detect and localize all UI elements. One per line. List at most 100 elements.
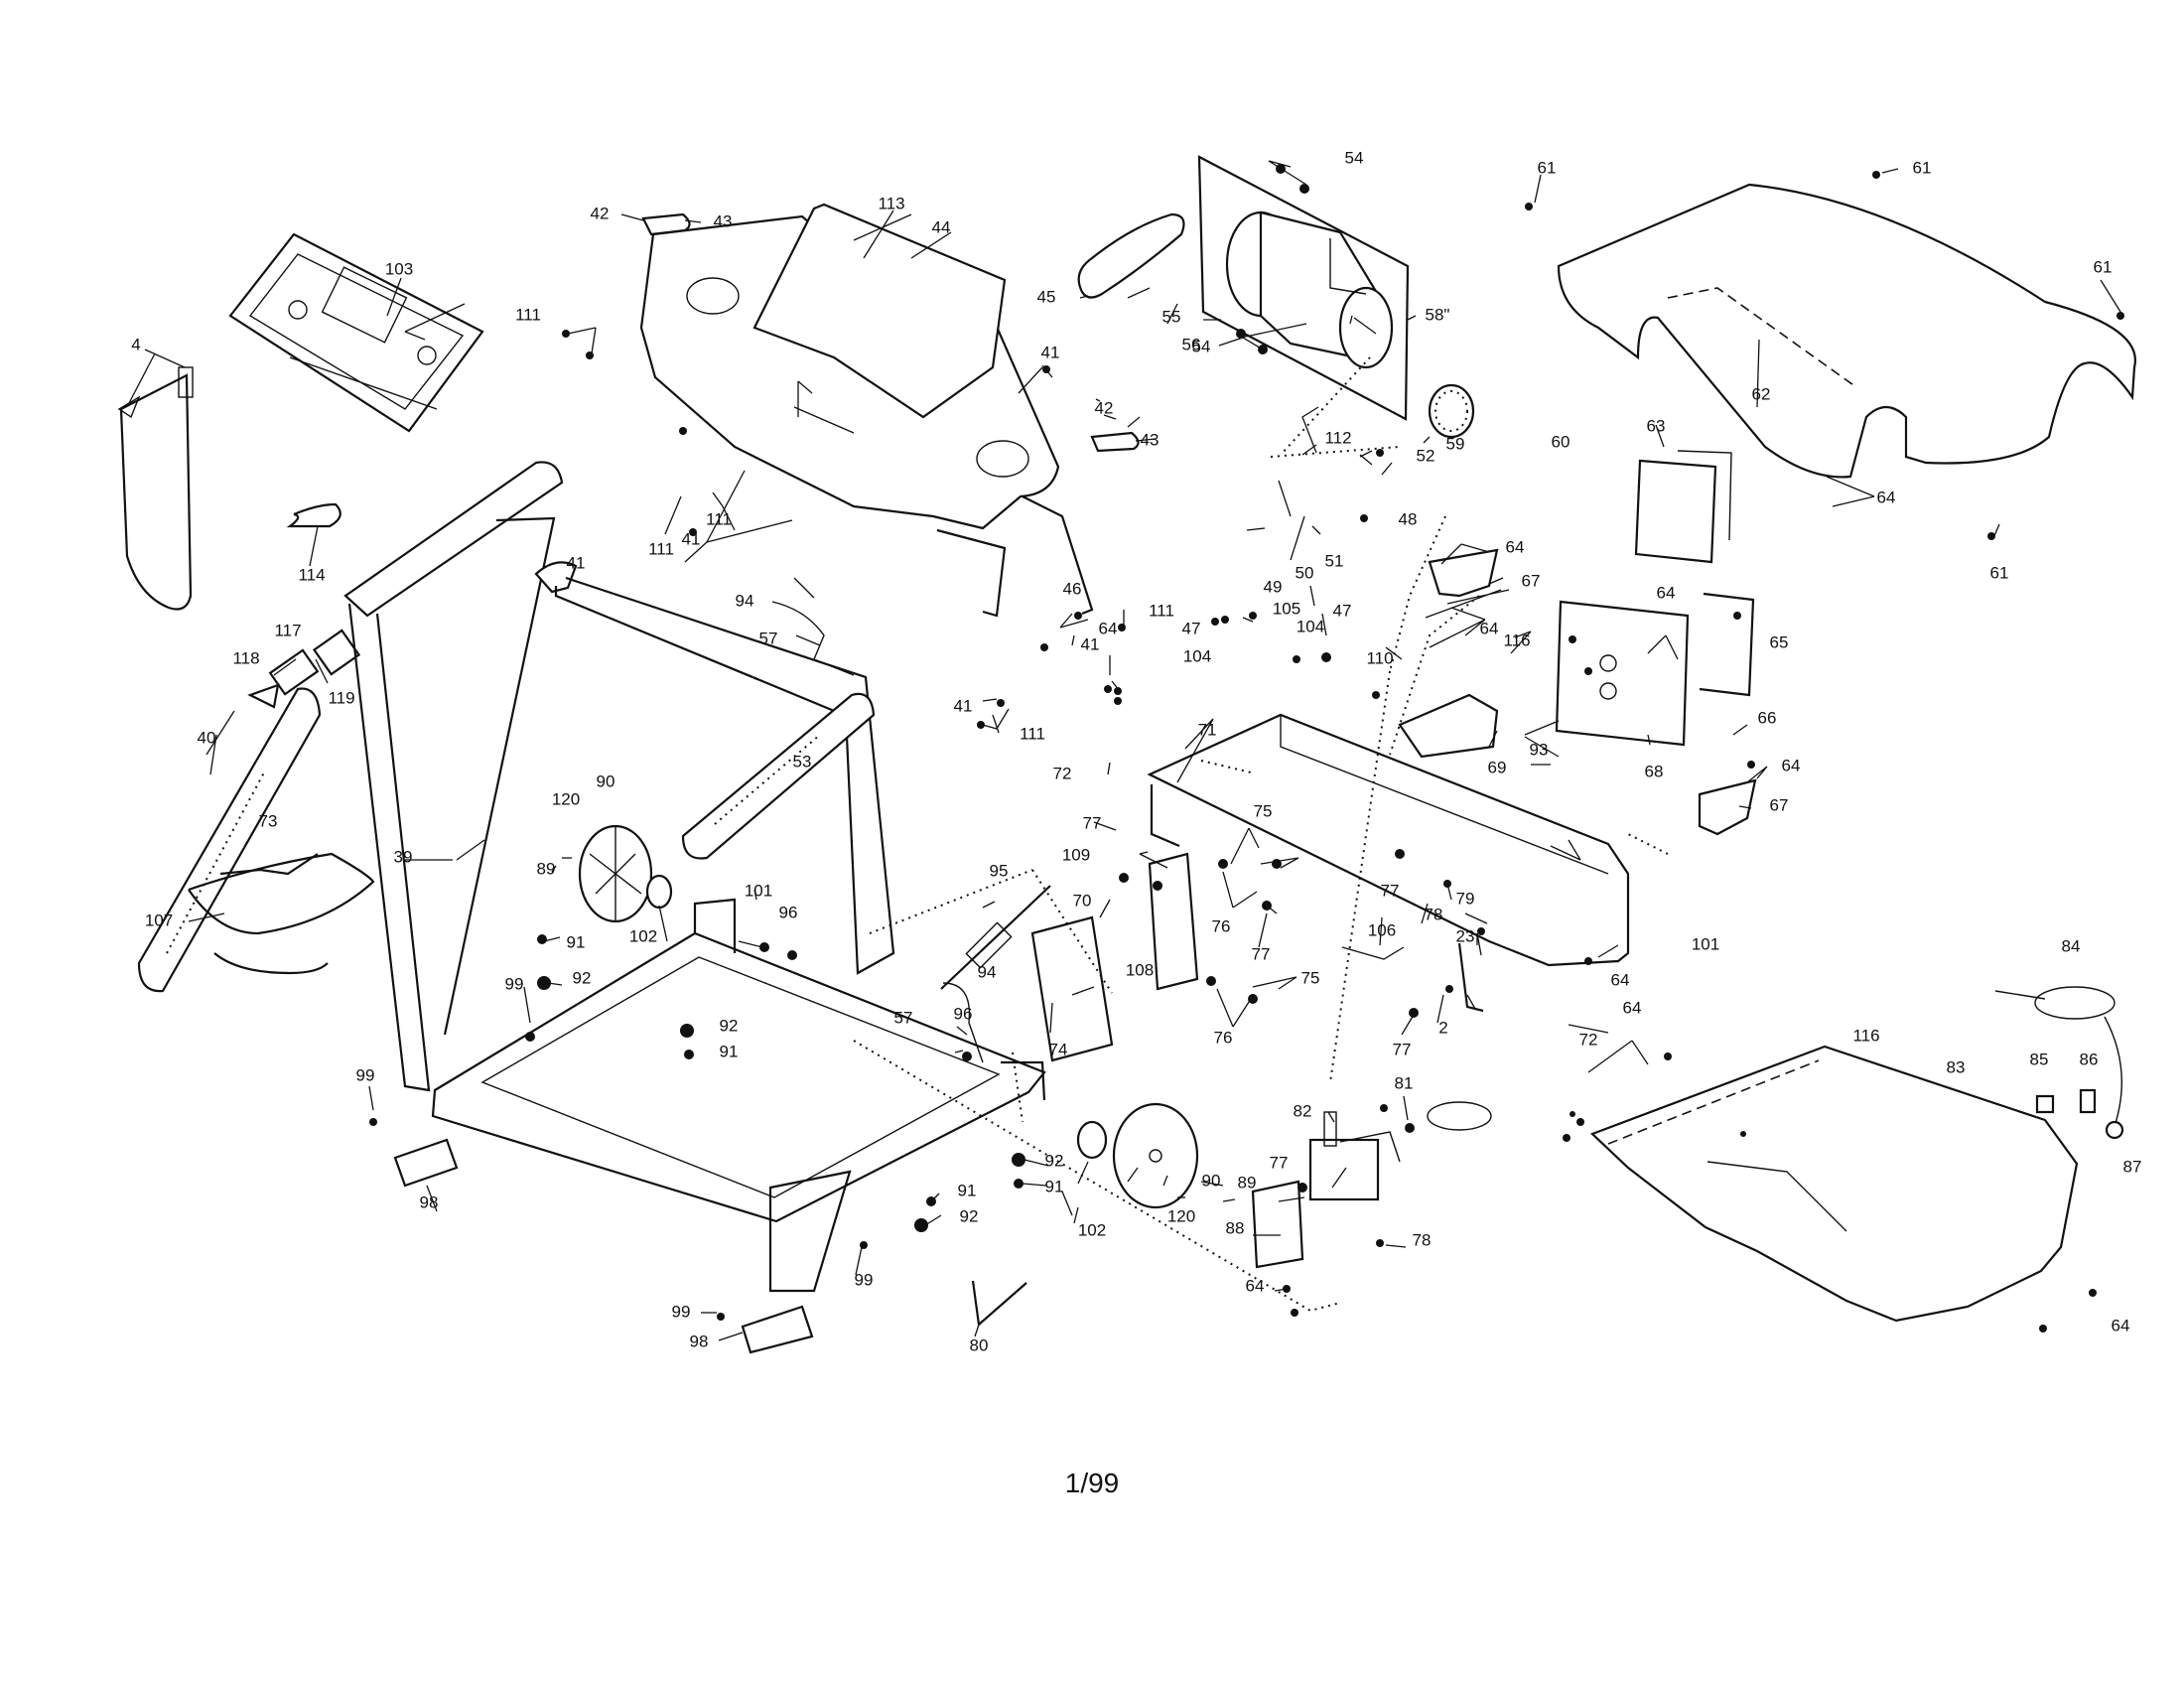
callout: 90 <box>1202 1171 1221 1190</box>
callout: 45 <box>1037 287 1056 306</box>
callout: 55 <box>1162 307 1181 326</box>
callout: 77 <box>1393 1040 1412 1058</box>
mounting-bracket-67b <box>1698 778 1757 836</box>
callout: 85 <box>2030 1050 2049 1068</box>
callout: 78 <box>1425 905 1443 923</box>
callout: 41 <box>682 529 701 548</box>
callout: 57 <box>894 1008 913 1027</box>
callout: 41 <box>567 553 586 572</box>
drive-belt-part <box>1077 212 1185 299</box>
callout: 89 <box>537 859 556 878</box>
callout: 64 <box>1877 488 1896 506</box>
callout: 68 <box>1645 762 1664 780</box>
callout: 46 <box>1063 579 1082 598</box>
controller-board-part <box>1555 592 1755 747</box>
callout: 50 <box>1296 563 1314 582</box>
upright-right-part <box>534 561 895 975</box>
callout: 116 <box>1503 631 1530 649</box>
callout: 44 <box>932 217 951 236</box>
callout: 42 <box>1095 398 1114 417</box>
callout: 113 <box>878 194 904 212</box>
callout: 92 <box>1045 1151 1064 1170</box>
callout: 92 <box>573 968 592 987</box>
callout: 64 <box>1657 583 1676 602</box>
callout: 77 <box>1270 1153 1289 1172</box>
callout: 91 <box>1045 1177 1064 1195</box>
bearing-left <box>645 874 673 910</box>
callout: 58" <box>1426 305 1450 324</box>
callout: 99 <box>356 1065 375 1084</box>
callout: 103 <box>385 259 413 278</box>
callout: 49 <box>1264 577 1283 596</box>
callout: 39 <box>394 847 413 866</box>
callout: 94 <box>736 591 754 610</box>
callout: 82 <box>1294 1101 1312 1120</box>
callout: 107 <box>145 911 173 929</box>
callout: 111 <box>706 509 732 528</box>
wire-94a <box>771 601 855 676</box>
callout: 120 <box>1167 1206 1195 1225</box>
callout: 84 <box>2062 936 2081 955</box>
callout: 90 <box>597 772 615 790</box>
callout: 80 <box>970 1335 989 1354</box>
callout: 86 <box>2080 1050 2099 1068</box>
callout: 64 <box>1480 619 1499 637</box>
callout: 79 <box>1456 889 1475 908</box>
callout: 77 <box>1381 881 1400 900</box>
callout: 89 <box>1238 1173 1257 1192</box>
callout: 43 <box>714 211 733 230</box>
motor-hood-part <box>1557 183 2136 479</box>
callout: 98 <box>690 1332 709 1350</box>
callout: 109 <box>1062 845 1090 864</box>
motor-assembly-part <box>1197 155 1410 421</box>
motor-bracket-108 <box>1148 852 1199 991</box>
callout: 92 <box>960 1206 979 1225</box>
base-cover-part <box>1589 1045 2079 1323</box>
callout: 47 <box>1333 601 1352 620</box>
callout: 83 <box>1947 1057 1966 1076</box>
callout: 117 <box>274 621 301 639</box>
callout: 40 <box>198 728 216 747</box>
console-base-part <box>639 203 1094 618</box>
callout: 93 <box>1530 740 1549 759</box>
callout: 42 <box>591 204 610 222</box>
callout: 53 <box>793 752 812 771</box>
callout: 61 <box>2094 257 2113 276</box>
callout: 101 <box>745 881 772 900</box>
callout: 64 <box>1099 619 1118 637</box>
callout: 62 <box>1752 384 1771 403</box>
callout: 23 <box>1456 926 1475 945</box>
upright-left-part <box>343 461 564 1092</box>
callout: 61 <box>1913 158 1932 177</box>
callout: 116 <box>1852 1026 1879 1045</box>
bracket-69 <box>1398 693 1499 759</box>
handrail-left-part <box>137 687 322 993</box>
callout: 65 <box>1770 632 1789 651</box>
callout: 99 <box>505 974 524 993</box>
callout: 61 <box>1990 563 2009 582</box>
callout: 91 <box>720 1042 739 1060</box>
callout: 102 <box>629 926 657 945</box>
callout: 102 <box>1078 1220 1106 1239</box>
callout: 99 <box>855 1270 874 1289</box>
safety-strap-part <box>117 366 194 611</box>
pad-parts <box>641 212 1140 453</box>
callout: 72 <box>1053 764 1072 782</box>
leader-lines <box>128 160 2121 1341</box>
callout: 70 <box>1073 891 1092 910</box>
power-cord-part <box>1994 986 2123 1133</box>
callout: 114 <box>298 565 325 584</box>
callout: 101 <box>1692 934 1719 953</box>
callout: 111 <box>515 305 541 324</box>
callout: 75 <box>1254 801 1273 820</box>
callout: 78 <box>1413 1230 1432 1249</box>
callout: 67 <box>1522 571 1541 590</box>
front-wheel-right-part <box>1112 1102 1199 1209</box>
callout: 67 <box>1770 795 1789 814</box>
callout: 47 <box>1182 619 1201 637</box>
power-board-part <box>1634 450 1732 564</box>
plate-88 <box>1251 1180 1304 1269</box>
callout: 92 <box>720 1016 739 1035</box>
callout: 99 <box>672 1302 691 1321</box>
console-display-part <box>228 232 484 433</box>
